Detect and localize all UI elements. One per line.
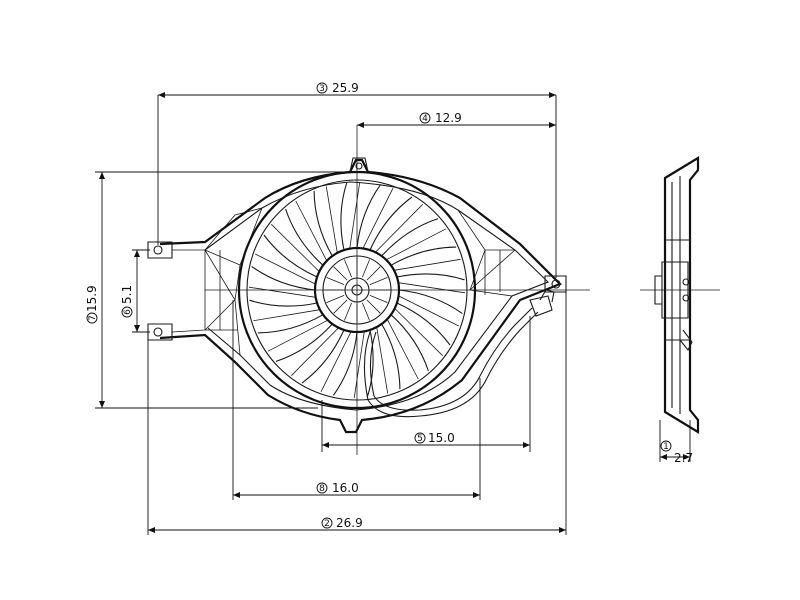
side-bracket — [679, 329, 693, 352]
fan-blade-edge — [362, 188, 394, 249]
fan-blade — [356, 184, 382, 249]
fan-blade — [249, 299, 318, 307]
dim-7-marker: 7 — [88, 315, 98, 321]
dimension-2: 2 26.9 — [147, 292, 567, 535]
fan-blade — [381, 323, 401, 390]
fan-blade-edge — [375, 204, 423, 253]
fan-blade — [366, 329, 374, 398]
dimension-5: 5 15.0 — [321, 316, 531, 452]
fan-blade — [313, 190, 333, 257]
fan-blade-edge — [295, 200, 328, 261]
wire-harness-2 — [369, 307, 533, 411]
dim-3-marker: 3 — [319, 84, 325, 94]
fan-blade-edge — [398, 295, 459, 327]
fan-blade — [257, 314, 324, 334]
fan-blade — [332, 331, 358, 396]
dimension-3: 3 25.9 — [157, 81, 557, 278]
fan-blade — [390, 314, 429, 372]
dim-1-value: 2.7 — [674, 451, 693, 465]
dimension-8: 8 16.0 — [232, 300, 481, 500]
motor-fin — [362, 302, 370, 321]
fan-blade-edge — [386, 319, 419, 380]
motor-fin — [366, 266, 381, 281]
dim-4-marker: 4 — [422, 114, 428, 124]
dimension-7: 7 15.9 — [85, 171, 350, 409]
fan-blade-edge — [376, 327, 389, 394]
dimension-6: 6 5.1 — [120, 249, 150, 333]
fan-blade — [275, 323, 333, 362]
fan-blade-edge — [248, 286, 316, 298]
wire-harness — [363, 311, 539, 418]
side-view: 1 2.7 — [640, 156, 720, 465]
fan-blade-edge — [394, 258, 461, 271]
motor-fin — [333, 299, 348, 314]
fan-blade — [369, 196, 413, 251]
fan-blade — [285, 208, 324, 266]
dim-5-marker: 5 — [417, 434, 423, 444]
mount-hole-top-left — [153, 245, 163, 255]
motor-fin — [369, 295, 388, 303]
side-bolt-1 — [682, 278, 690, 286]
mount-hole-top — [355, 162, 363, 170]
dim-6-value: 5.1 — [120, 285, 134, 304]
fan-blade-edge — [267, 319, 328, 352]
dim-5-value: 15.0 — [428, 431, 455, 445]
lattice-left — [171, 207, 263, 356]
motor-fin — [366, 299, 381, 314]
side-bolt-2 — [682, 294, 690, 302]
fan-blade — [396, 302, 451, 346]
fan-blade-edge — [325, 186, 338, 253]
fan-blade-edge — [255, 253, 316, 285]
dim-4-value: 12.9 — [435, 111, 462, 125]
mount-tab-top-left — [147, 241, 173, 259]
motor-fin — [326, 295, 345, 303]
mount-hole-bottom-left — [153, 327, 163, 337]
motor-fin — [326, 277, 345, 285]
side-inner — [665, 176, 690, 414]
fan-blade-edge — [271, 224, 320, 272]
motor-fin — [333, 266, 348, 281]
dim-2-marker: 2 — [324, 519, 330, 529]
dim-3-value: 25.9 — [332, 81, 359, 95]
shroud-inner — [204, 181, 549, 411]
fan-blade — [390, 246, 457, 266]
side-motor — [654, 261, 689, 319]
dim-7-value: 15.9 — [85, 285, 99, 312]
dim-8-marker: 8 — [319, 484, 325, 494]
fan-blade-edge — [398, 282, 466, 294]
fan-blade-edge — [386, 228, 447, 261]
side-outline — [663, 156, 700, 434]
fan-blade-edge — [320, 331, 352, 392]
fan-blade — [340, 182, 348, 251]
fan-blade-edge — [353, 331, 365, 399]
fan-blade — [263, 234, 318, 278]
dim-2-value: 26.9 — [336, 516, 363, 530]
motor-fin — [344, 259, 352, 278]
fan-blade — [251, 265, 316, 291]
dim-6-marker: 6 — [123, 309, 133, 315]
fan-blade-edge — [394, 308, 443, 356]
dim-8-value: 16.0 — [332, 481, 359, 495]
mount-hole-right — [551, 279, 561, 289]
dim-1-marker: 1 — [663, 442, 669, 452]
fan-blade — [381, 218, 439, 257]
motor-fin — [344, 302, 352, 321]
fan-blade — [301, 329, 345, 384]
dimension-4: 4 12.9 — [357, 111, 556, 128]
fan-blade — [396, 273, 465, 281]
motor-fin — [362, 259, 370, 278]
fan-blade — [398, 289, 463, 315]
fan-blade-edge — [349, 181, 361, 249]
motor-fin — [369, 277, 388, 285]
mount-tab-bottom-left — [147, 323, 173, 341]
mount-tab-top — [349, 157, 369, 173]
connector-tab — [539, 289, 555, 303]
fan-blades — [248, 181, 466, 399]
fan-blade-edge — [253, 309, 320, 322]
fan-blade-edge — [291, 327, 339, 376]
